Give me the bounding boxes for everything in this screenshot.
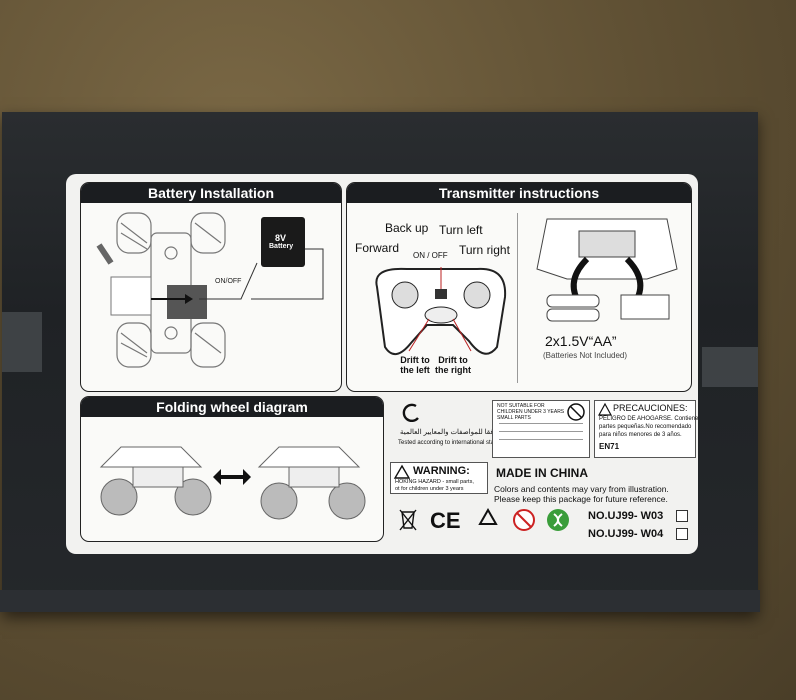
folding-wheel-section: Folding wheel diagram xyxy=(80,396,384,542)
arabic-text-placeholder xyxy=(499,423,583,424)
warning-triangle-icon xyxy=(597,402,613,416)
standards-badge: صنعت وفقا للمواصفات والمعايير العالمية T… xyxy=(392,398,517,454)
instruction-panel: Battery Installation xyxy=(66,174,698,554)
warning-line: ot for children under 3 years xyxy=(395,486,464,492)
transmitter-illustration xyxy=(375,267,507,355)
not-suitable-text: NOT SUITABLE FOR CHILDREN UNDER 3 YEARS … xyxy=(497,403,565,421)
made-in-label: MADE IN CHINA xyxy=(496,466,588,480)
drift-left-label: Drift to the left xyxy=(400,355,430,375)
precauciones-box: PRECAUCIONES: PELIGRO DE AHOGARSE. Conti… xyxy=(594,400,699,458)
batteries-label: 2x1.5V“AA” xyxy=(545,333,617,349)
no-small-children-icon xyxy=(513,509,535,531)
model-checkbox-2 xyxy=(676,528,688,540)
model-number-1: NO.UJ99- W03 xyxy=(588,510,664,522)
tape-strip xyxy=(2,312,42,372)
forward-label: Forward xyxy=(355,241,400,255)
en71-label: EN71 xyxy=(599,442,620,451)
battery-compartment-illustration xyxy=(536,218,678,322)
on-off-label: ON/OFF xyxy=(215,278,242,285)
warning-box: WARNING: HOKING HAZARD - small parts, ot… xyxy=(390,462,488,494)
box-side-edge xyxy=(0,590,760,612)
folding-wheel-title: Folding wheel diagram xyxy=(81,397,383,417)
green-dot-icon xyxy=(547,509,569,531)
car-chassis-illustration xyxy=(96,212,324,368)
model-checkbox-1 xyxy=(676,510,688,522)
batteries-note: (Batteries Not Included) xyxy=(543,351,628,360)
model-number-2: NO.UJ99- W04 xyxy=(588,528,664,540)
folding-wheel-illustration xyxy=(99,446,366,520)
back-up-label: Back up xyxy=(385,221,429,235)
drift-right-label: Drift to the right xyxy=(435,355,471,375)
on-off-label: ON / OFF xyxy=(413,251,448,260)
battery-installation-title: Battery Installation xyxy=(81,183,341,203)
arabic-text-placeholder xyxy=(499,431,583,432)
transmitter-section: Transmitter instructions Back up Turn le… xyxy=(346,182,692,392)
weee-bin-icon xyxy=(399,509,417,531)
arabic-standards-text: صنعت وفقا للمواصفات والمعايير العالمية xyxy=(400,429,518,436)
battery-label-sub: Battery xyxy=(269,243,294,250)
turn-right-label: Turn right xyxy=(459,243,510,257)
warning-line: HOKING HAZARD - small parts, xyxy=(395,479,474,485)
colors-disclaimer: Please keep this package for future refe… xyxy=(494,494,668,504)
no-under-3-icon xyxy=(567,403,585,421)
transmitter-title: Transmitter instructions xyxy=(347,183,691,203)
recycle-icon xyxy=(478,507,498,525)
arabic-text-placeholder xyxy=(499,439,583,440)
ce-mark-icon: CE xyxy=(430,508,461,533)
divider xyxy=(517,213,518,383)
warning-triangle-icon xyxy=(393,464,411,479)
precauciones-line: PELIGRO DE AHOGARSE. Contiene xyxy=(599,416,699,422)
warning-title: WARNING: xyxy=(413,465,470,477)
standards-icon xyxy=(402,403,419,423)
precauciones-title: PRECAUCIONES: xyxy=(613,403,688,413)
precauciones-line: para niños menores de 3 años. xyxy=(599,432,682,438)
battery-installation-section: Battery Installation xyxy=(80,182,342,392)
small-parts-warning-box: NOT SUITABLE FOR CHILDREN UNDER 3 YEARS … xyxy=(492,400,590,458)
precauciones-line: partes pequeñas.No recomendado xyxy=(599,424,692,430)
standards-text: Tested according to international standa… xyxy=(398,440,513,446)
colors-disclaimer: Colors and contents may vary from illust… xyxy=(494,484,669,494)
tape-strip xyxy=(702,347,758,387)
battery-label: 8V xyxy=(275,233,287,243)
turn-left-label: Turn left xyxy=(439,223,483,237)
